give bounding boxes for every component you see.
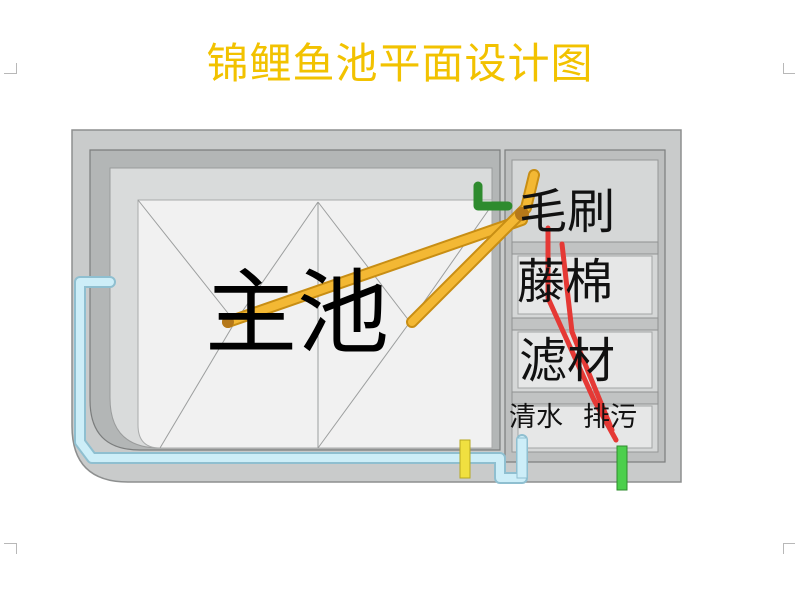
crop-mark-top-right-h [783, 73, 795, 74]
diagram-title: 锦鲤鱼池平面设计图 [206, 39, 594, 88]
crop-mark-top-right-v [783, 63, 784, 74]
clean-water-label: 清水 [509, 402, 563, 433]
crop-mark-bottom-left-h [4, 543, 16, 544]
yellow-stand-pipe [459, 439, 471, 479]
crop-mark-bottom-right-v [783, 543, 784, 554]
crop-mark-top-left-h [4, 73, 16, 74]
crop-mark-bottom-left-v [16, 543, 17, 554]
sewage-pipes [545, 225, 619, 443]
crop-mark-bottom-right-h [783, 543, 795, 544]
skimmer-pipe [473, 181, 513, 211]
main-pool-label: 主池 [205, 260, 390, 367]
rattan-cotton-chamber-label: 藤棉 [517, 254, 614, 310]
green-outlet-pipe [616, 445, 628, 491]
main-drain-pipes [222, 169, 540, 328]
crop-mark-top-left-v [16, 63, 17, 74]
bottom-drain-fitting [222, 316, 234, 328]
blue-stand-pipe [516, 437, 528, 479]
filter-media-chamber-label: 滤材 [519, 333, 616, 389]
drain-label: 排污 [583, 402, 637, 433]
elbow-fitting [515, 207, 529, 221]
brush-chamber-label: 毛刷 [519, 184, 616, 240]
